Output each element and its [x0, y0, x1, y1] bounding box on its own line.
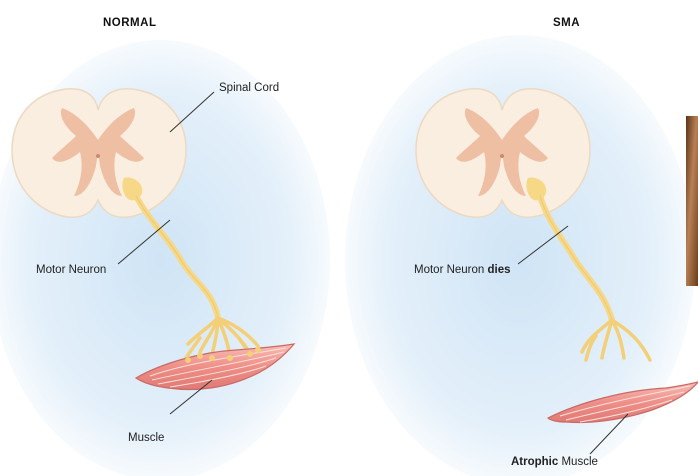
sma-spinal-cord	[416, 89, 590, 217]
normal-panel-title: NORMAL	[103, 17, 156, 29]
normal-motor-neuron-label: Motor Neuron	[36, 264, 106, 276]
sma-motor-neuron-label-emphasis: dies	[488, 264, 511, 276]
normal-spinal-cord	[12, 89, 186, 217]
sma-atrophic-muscle-label: Atrophic Muscle	[511, 456, 598, 468]
sma-motor-neuron-label: Motor Neuron dies	[414, 264, 511, 276]
normal-central-canal	[96, 154, 100, 158]
inset-photo	[686, 116, 698, 286]
sma-central-canal	[500, 154, 504, 158]
spinal-cord-label: Spinal Cord	[219, 82, 279, 94]
sma-panel-title: SMA	[553, 17, 580, 29]
sma-muscle-label-emphasis: Atrophic	[511, 456, 558, 468]
sma-muscle-label-suffix: Muscle	[558, 456, 598, 468]
normal-muscle-label: Muscle	[128, 432, 164, 444]
sma-motor-neuron-label-prefix: Motor Neuron	[414, 264, 488, 276]
